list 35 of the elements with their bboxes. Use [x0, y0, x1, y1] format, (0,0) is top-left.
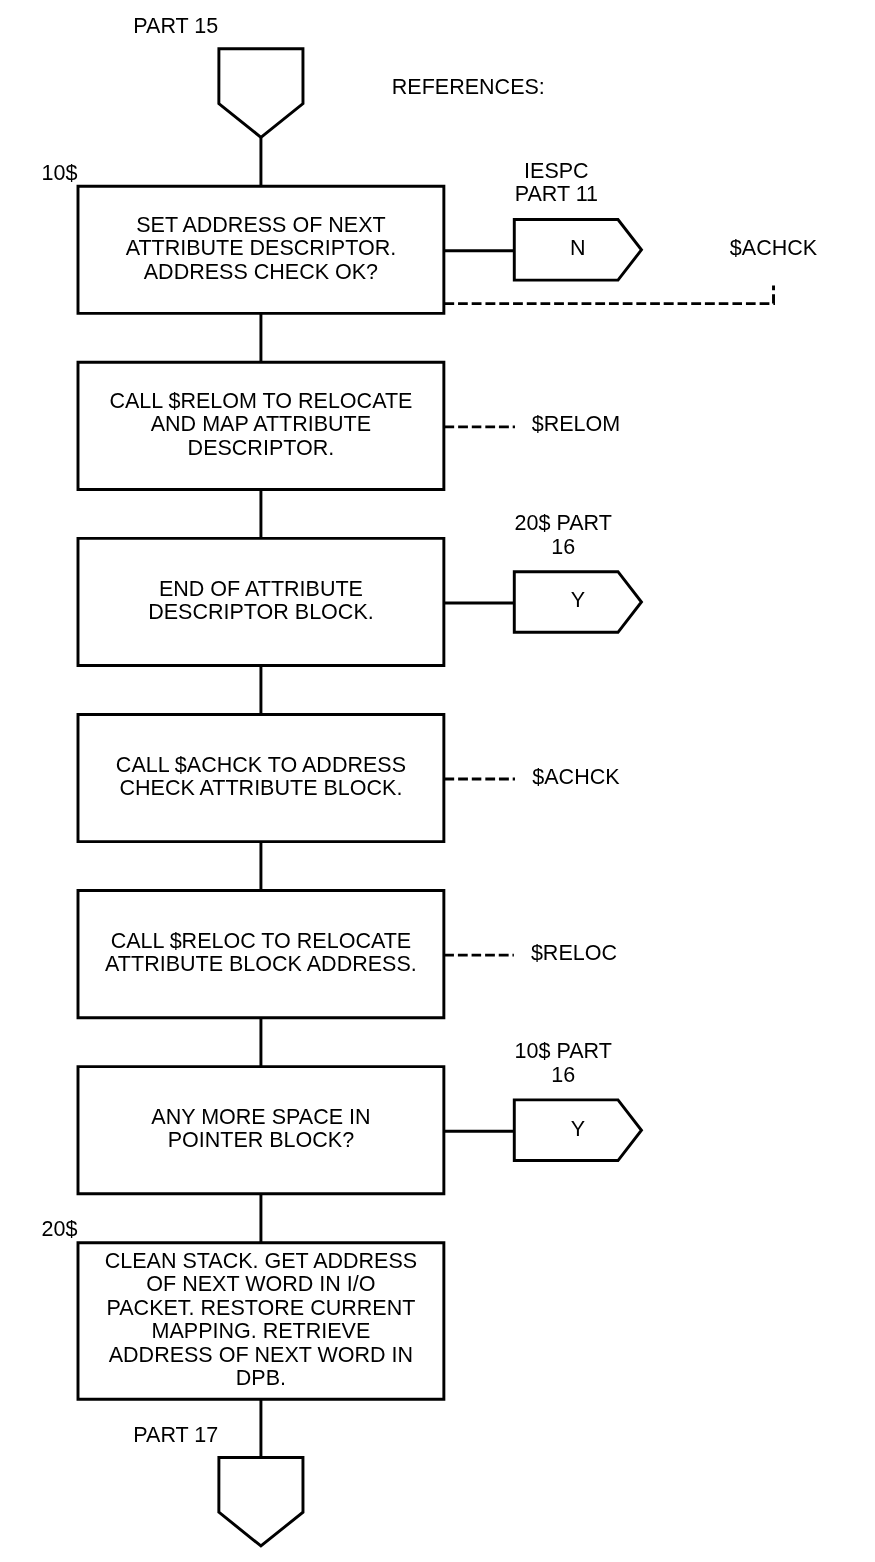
node-box: CLEAN STACK. GET ADDRESS OF NEXT WORD IN I/O PACKET. RESTORE CURRENT MAPPING. RETRIEVE ADDRESS OF NEXT WORD IN DPB.: [76, 1241, 446, 1401]
node-label: 10$ PART 16: [514, 1039, 612, 1087]
connector: [444, 777, 515, 781]
node-label: 20$: [41, 1217, 78, 1242]
connector: [259, 1194, 263, 1243]
connector: [444, 249, 515, 253]
node-box: ANY MORE SPACE IN POINTER BLOCK?: [76, 1065, 446, 1196]
connector: [259, 137, 263, 186]
node-text: $RELOM: [531, 412, 621, 437]
node-text: $RELOC: [530, 940, 618, 965]
label: REFERENCES:: [391, 74, 545, 99]
connector: [259, 490, 263, 539]
connector: [444, 425, 515, 429]
node-pentagon: [217, 47, 305, 140]
connector: [259, 1399, 263, 1457]
node-pentagon: [217, 1456, 305, 1548]
connector: [443, 953, 514, 957]
node-label: PART 15: [133, 14, 219, 39]
node-text: $ACHCK: [532, 764, 620, 789]
node-label: 10$: [41, 160, 78, 185]
node-box: SET ADDRESS OF NEXT ATTRIBUTE DESCRIPTOR. ADDRESS CHECK OK?: [76, 184, 446, 315]
node-label: IESPC PART 11: [514, 159, 599, 207]
node-box: END OF ATTRIBUTE DESCRIPTOR BLOCK.: [76, 536, 446, 668]
node-box: CALL $ACHCK TO ADDRESS CHECK ATTRIBUTE BLOCK.: [76, 713, 446, 844]
connector: [259, 666, 263, 715]
connector: [259, 842, 263, 891]
node-box: CALL $RELOM TO RELOCATE AND MAP ATTRIBUTE DESCRIPTOR.: [76, 360, 446, 491]
connector: [259, 1018, 263, 1067]
node-label: PART 17: [133, 1422, 219, 1447]
connector: [259, 313, 263, 363]
node-text: $ACHCK: [729, 236, 818, 261]
node-label: 20$ PART 16: [514, 511, 612, 559]
node-box: CALL $RELOC TO RELOCATE ATTRIBUTE BLOCK ADDRESS.: [76, 889, 446, 1020]
connector: [444, 601, 515, 605]
connector: [444, 1129, 515, 1133]
